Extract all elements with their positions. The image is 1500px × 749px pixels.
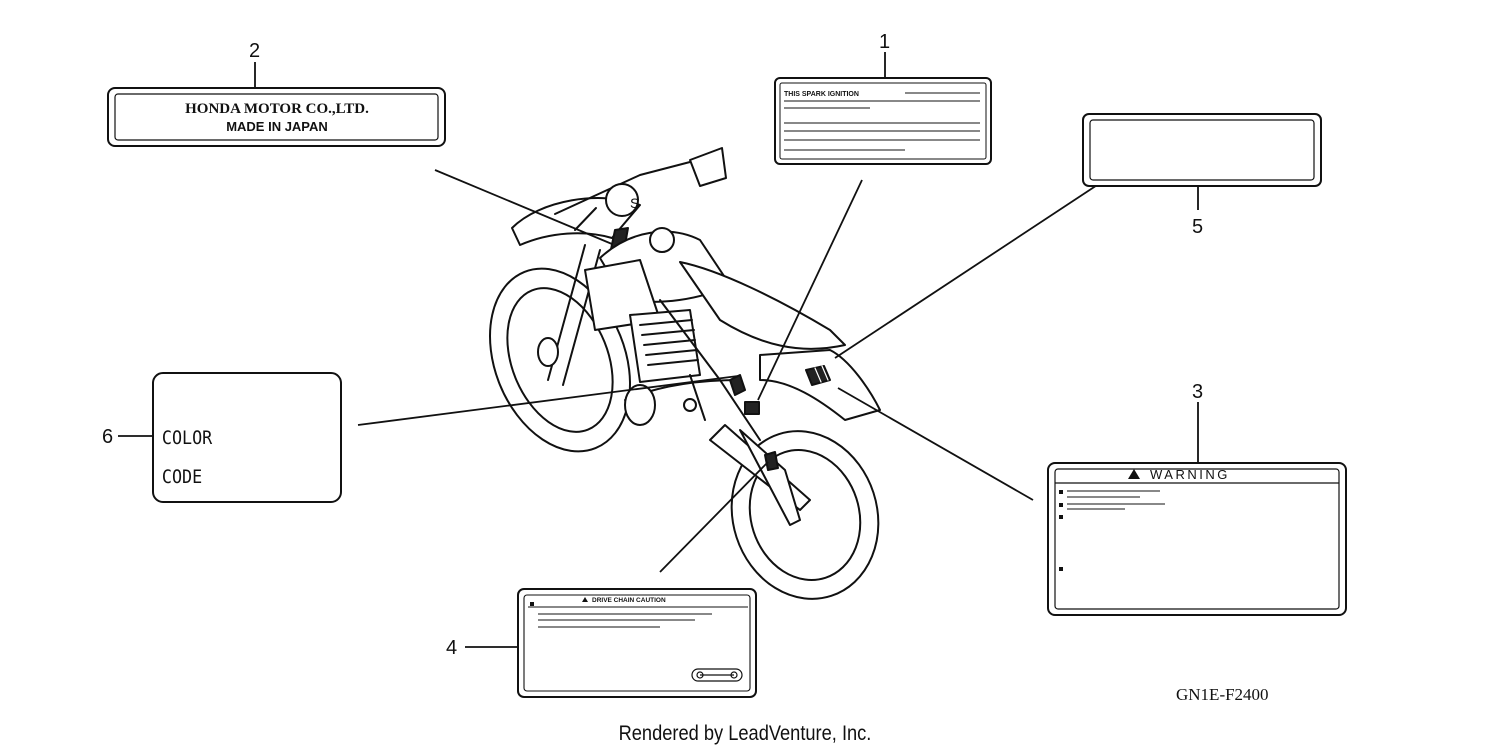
rendered-by-footer: Rendered by LeadVenture, Inc.	[619, 722, 872, 745]
leader-lines	[118, 52, 1199, 648]
label-warning: WARNING	[1047, 462, 1347, 616]
color-code-line2: CODE	[162, 466, 202, 488]
warning-title: WARNING	[1150, 467, 1230, 482]
motorcycle-illustration: S	[489, 147, 881, 600]
label-maker-plate: HONDA MOTOR CO.,LTD. MADE IN JAPAN	[107, 87, 446, 147]
made-in-text: MADE IN JAPAN	[226, 119, 328, 134]
svg-text:S: S	[630, 195, 639, 211]
emission-title: THIS SPARK IGNITION	[784, 91, 859, 98]
callout-number-3: 3	[1192, 381, 1203, 403]
chain-adjuster-icon	[691, 668, 743, 682]
chain-caution-title: DRIVE CHAIN CAUTION	[592, 597, 666, 604]
diagram-code: GN1E-F2400	[1176, 685, 1269, 704]
caution-triangle-icon	[582, 597, 588, 602]
callout-number-1: 1	[879, 31, 890, 53]
label-color-code: COLOR CODE	[152, 372, 342, 503]
callout-number-2: 2	[249, 40, 260, 62]
callout-number-5: 5	[1192, 216, 1203, 238]
warning-triangle-icon	[1128, 469, 1140, 479]
label-chain-caution: DRIVE CHAIN CAUTION	[517, 588, 757, 698]
callout-number-6: 6	[102, 426, 113, 448]
maker-name: HONDA MOTOR CO.,LTD.	[185, 101, 369, 117]
callout-number-4: 4	[446, 637, 457, 659]
label-blank	[1082, 113, 1322, 187]
label-emission: THIS SPARK IGNITION	[774, 77, 992, 165]
color-code-line1: COLOR	[162, 427, 212, 449]
